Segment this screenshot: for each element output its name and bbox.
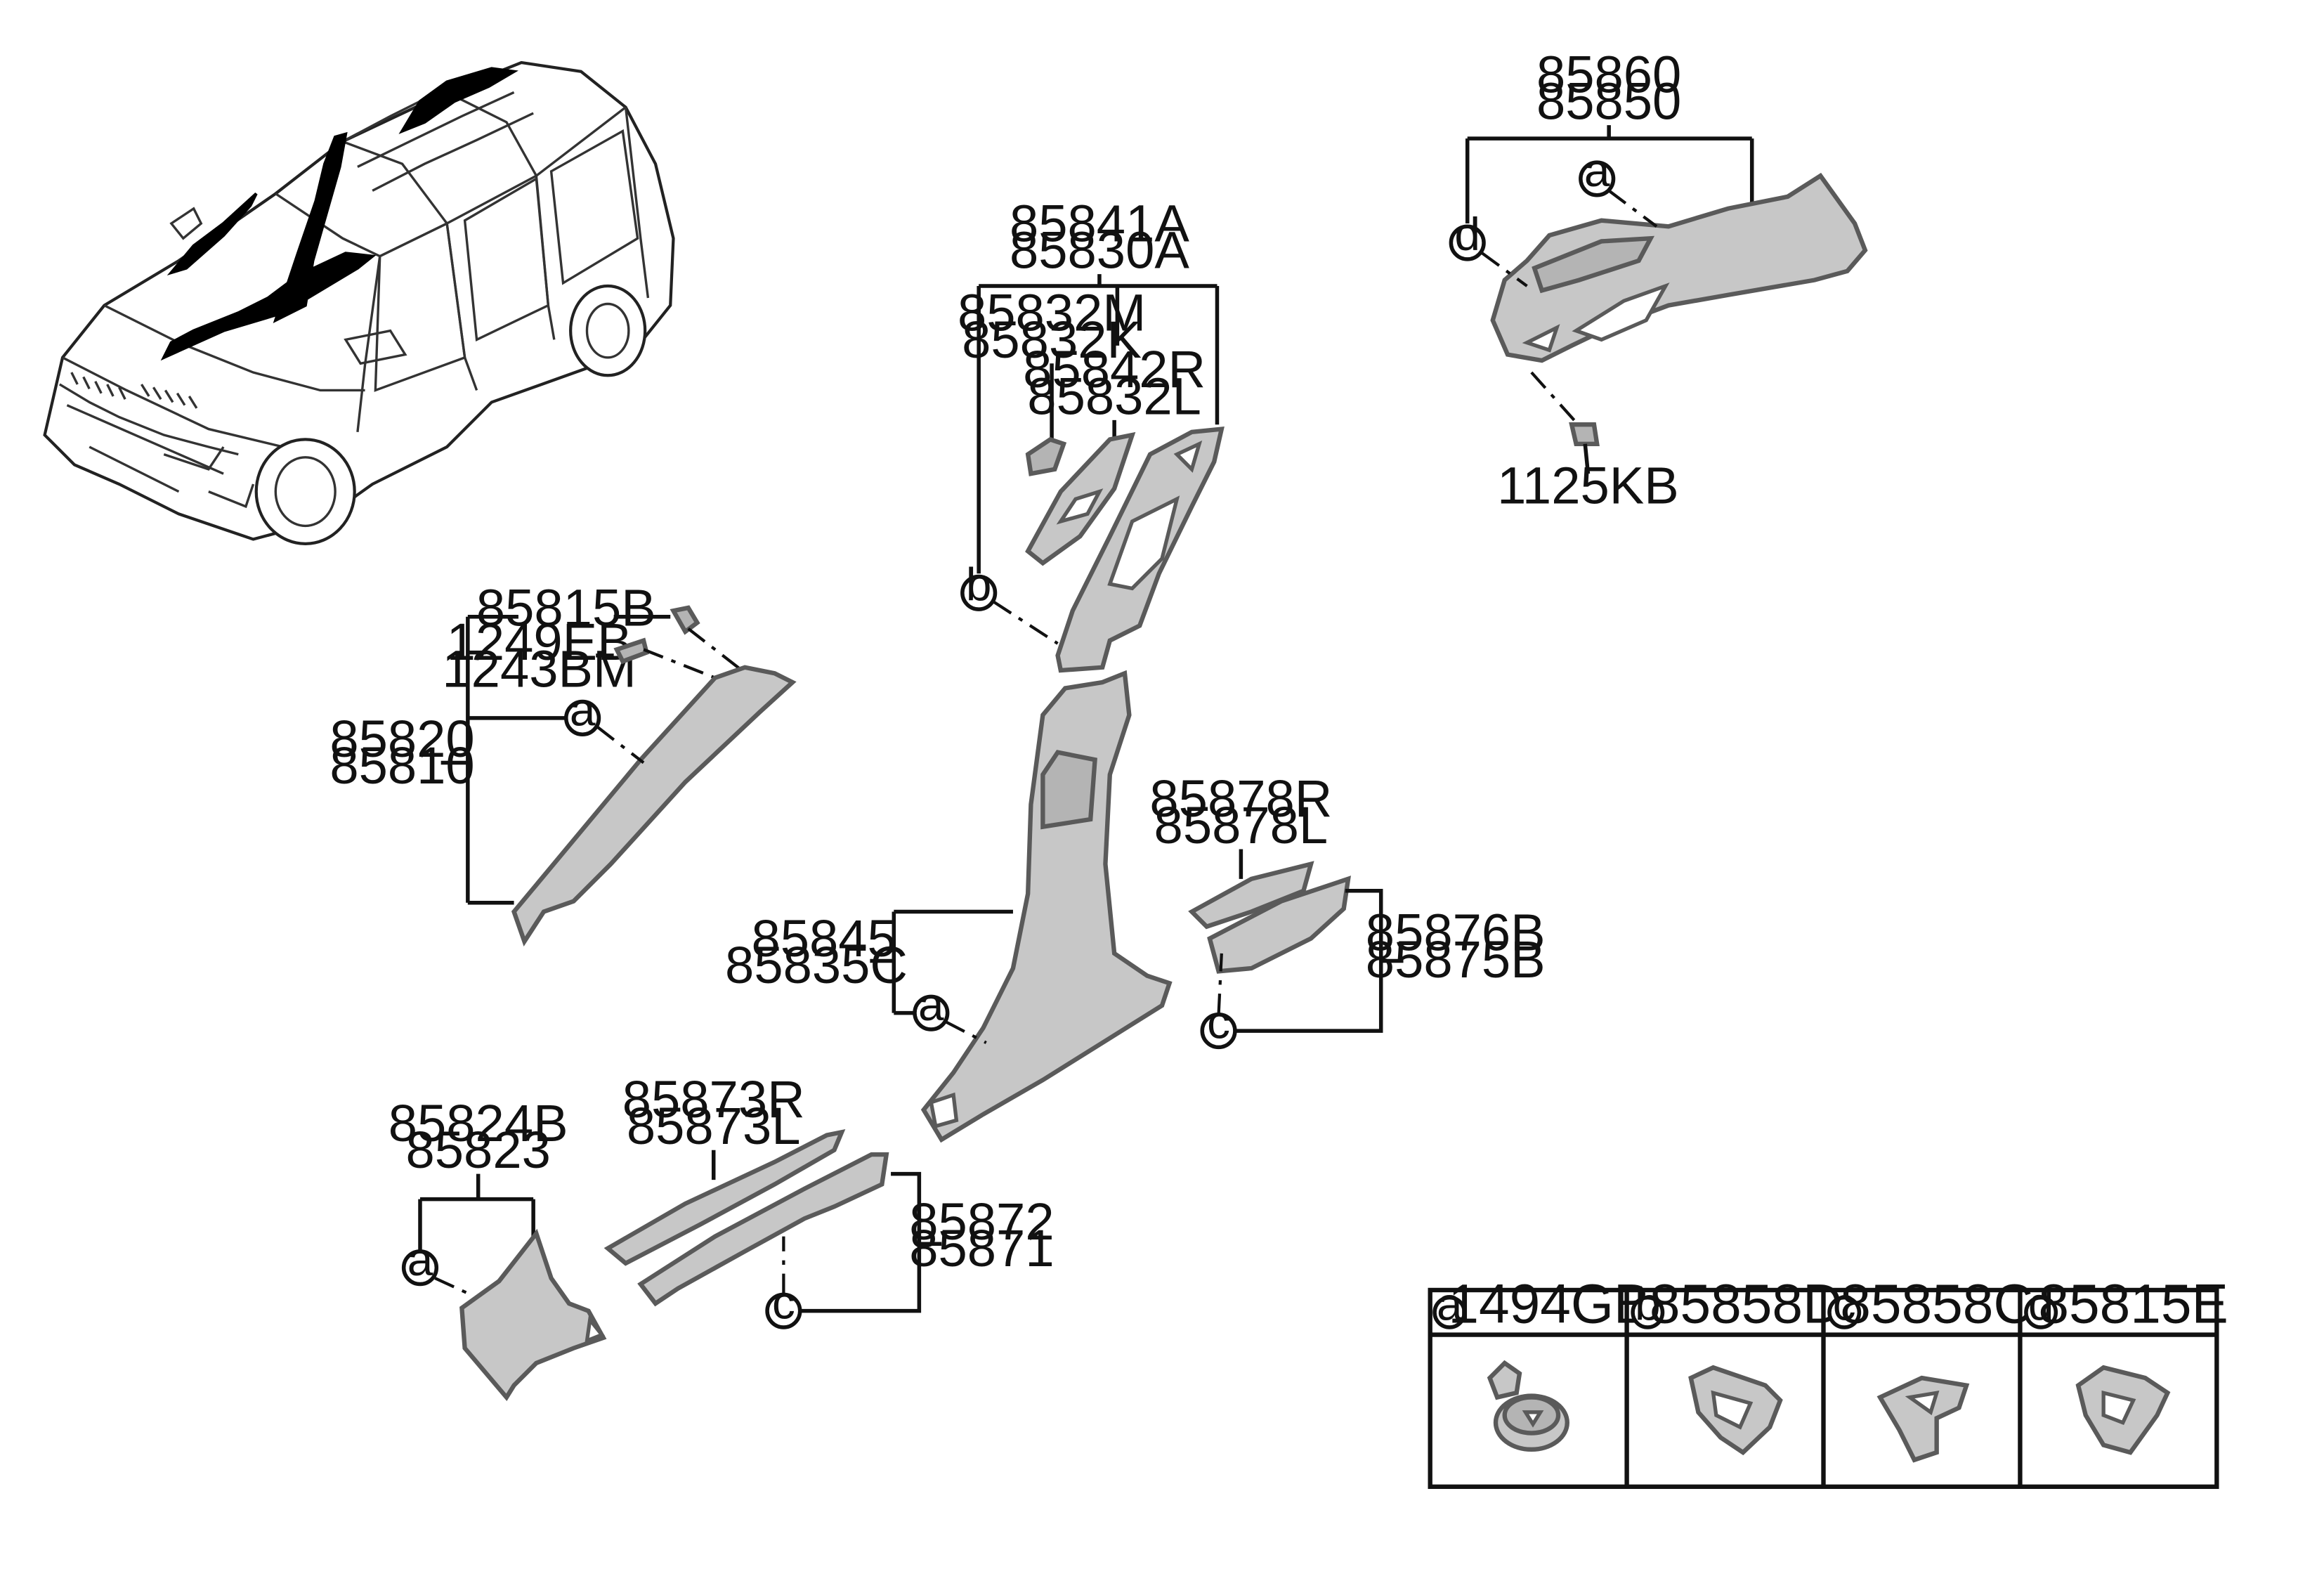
quarter-trim-group: 85860 85850 a d 1125KB [1449,45,1868,515]
label-85832K: 85832K [962,311,1142,369]
callout-a-bpillar-text: a [918,979,944,1030]
label-85832L: 85832L [1027,367,1201,425]
label-1243BM: 1243BM [442,639,636,698]
legend-part-85858D: 85858D [1650,1273,1843,1335]
callout-a-bpillar [913,994,950,1031]
vehicle-illustration [43,60,675,545]
clip-1494GB-icon [1487,1360,1569,1452]
legend-letter-c: c [1833,1278,1856,1329]
label-1249EB: 1249EB [447,613,632,671]
kick-panel-group: 85824B 85823 a [389,1094,607,1402]
label-85832M: 85832M [958,284,1146,342]
label-85835C: 85835C [725,936,908,994]
label-85872: 85872 [909,1192,1054,1251]
legend-cell-d: d 85815E [2024,1273,2228,1455]
b-pillar-upper-group: 85841A 85830A 85832M 85832K 85842R 85832… [958,194,1225,673]
legend-cell-b: b 85858D [1631,1273,1843,1456]
label-85871: 85871 [909,1219,1054,1277]
callout-d-text: d [1454,209,1480,260]
label-85876B: 85876B [1366,904,1546,962]
callout-a-kick-text: a [407,1234,433,1285]
callout-a-quarter-text: a [1584,145,1610,196]
label-85820: 85820 [329,710,474,768]
clip-85858D-icon [1688,1365,1783,1456]
legend-letter-b: b [1635,1278,1661,1329]
legend-letter-a: a [1437,1278,1463,1329]
legend-part-1494GB: 1494GB [1448,1273,1650,1335]
label-85830A: 85830A [1010,221,1189,280]
label-85824B: 85824B [389,1094,568,1152]
legend-part-85815E: 85815E [2038,1273,2228,1335]
label-85873R: 85873R [622,1070,805,1128]
label-85845: 85845 [751,909,896,968]
label-85860: 85860 [1536,45,1681,103]
a-pillar-group: 85815B 1249EB 1243BM 85820 85810 a [329,578,797,947]
label-85842R: 85842R [1023,340,1206,398]
legend-part-85858C: 85858C [1840,1273,2033,1335]
label-85823: 85823 [406,1121,551,1179]
callout-a-quarter [1579,160,1616,197]
label-85841A: 85841A [1010,194,1189,252]
rear-scuff-group: 85878R 85878L 85876B 85875B c [1149,769,1546,1050]
label-85873L: 85873L [627,1097,801,1155]
label-85878R: 85878R [1149,769,1332,828]
label-85850: 85850 [1536,72,1681,131]
label-85815B: 85815B [476,578,656,637]
label-85878L: 85878L [1154,796,1329,854]
callout-b-text: b [966,559,992,610]
callout-d [1449,224,1486,261]
legend-cell-a: a 1494GB [1432,1273,1650,1452]
clip-85858C-icon [1876,1375,1970,1463]
clip-85815E-icon [2075,1365,2171,1455]
fastener-legend-table: a 1494GB b 85858D c 85858C [1428,1273,2228,1490]
legend-cell-c: c 85858C [1827,1273,2033,1463]
legend-letter-d: d [2028,1278,2054,1329]
callout-a-apillar-text: a [570,684,596,735]
front-scuff-group: 85873R 85873L 85872 85871 c [603,1070,1055,1329]
label-1125KB: 1125KB [1497,457,1679,515]
callout-a-apillar [564,699,601,736]
callout-a-kick [401,1249,439,1287]
label-85810: 85810 [329,736,474,795]
b-pillar-lower-group: 85845 85835C a [725,670,1173,1143]
callout-b [960,574,998,611]
